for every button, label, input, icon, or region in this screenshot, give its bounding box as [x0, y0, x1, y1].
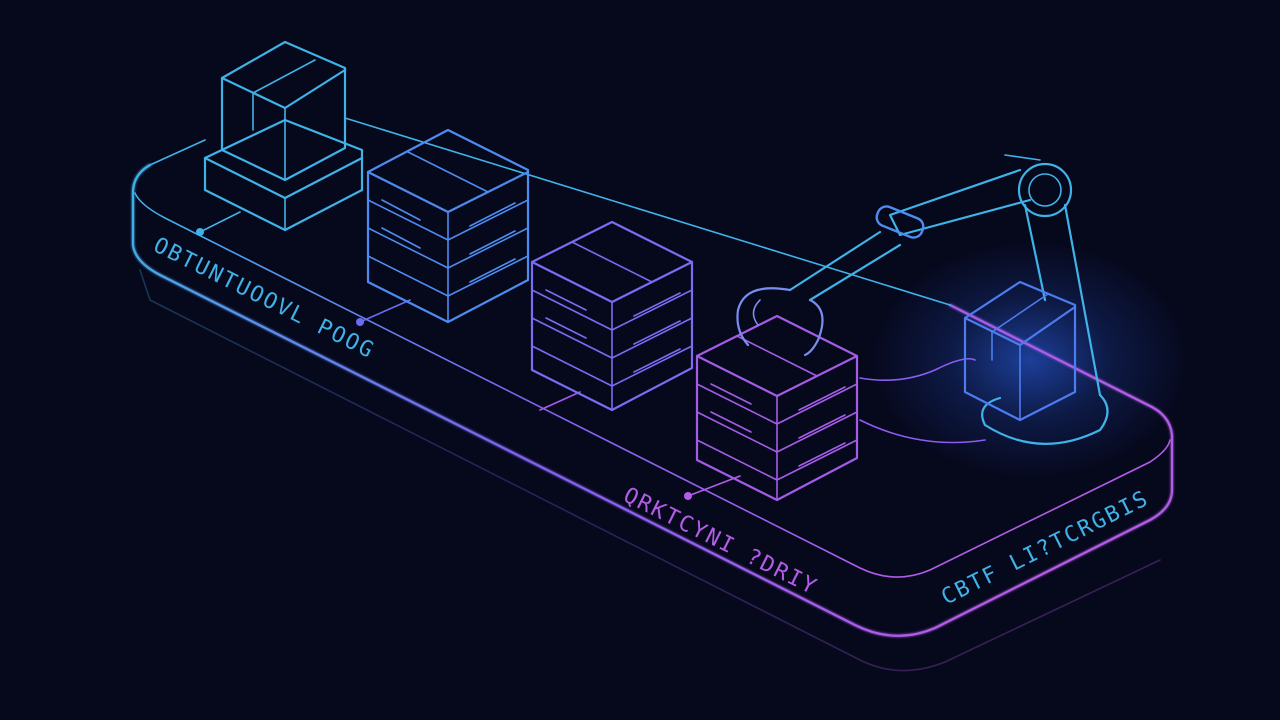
server-stack-icon — [366, 128, 530, 324]
left-side-label: OBTUNTUOOVL POOG — [149, 233, 378, 364]
robot-arm-icon — [736, 154, 1109, 445]
right-side-label: CBTF LI?TCRGBIS — [938, 486, 1154, 610]
server-stack-icon — [695, 314, 859, 502]
platform-reflection — [139, 269, 1161, 672]
robot-glow — [870, 240, 1190, 480]
server-stack-icon — [530, 220, 694, 412]
conveyor-platform — [131, 117, 1174, 637]
box-icon — [203, 40, 364, 232]
middle-side-label: QRKTCYNI ?DRIY — [619, 483, 821, 601]
